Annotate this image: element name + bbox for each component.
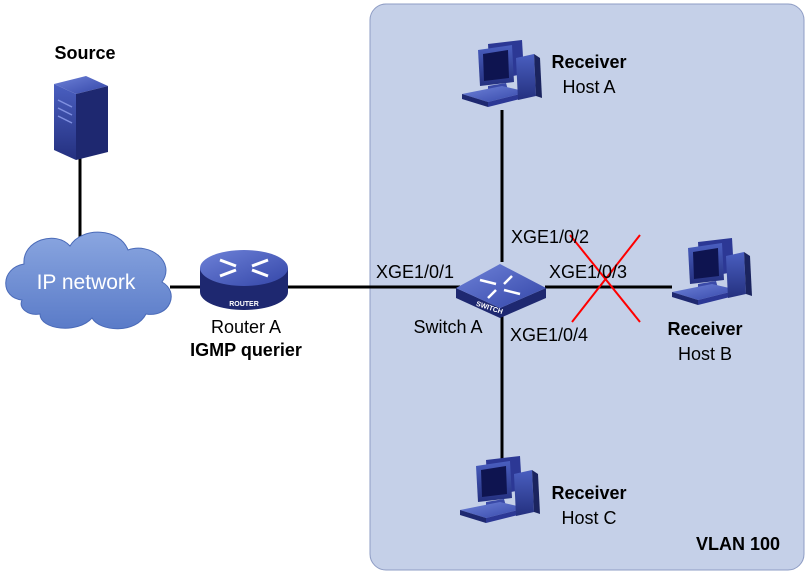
cloud-icon <box>5 231 172 330</box>
switch-name: Switch A <box>413 317 482 337</box>
router-icon: ROUTER <box>200 250 288 310</box>
links <box>78 110 672 462</box>
source-label: Source <box>54 43 115 63</box>
port-label-4: XGE1/0/4 <box>510 325 588 345</box>
port-label-1: XGE1/0/1 <box>376 262 454 282</box>
host-b-role: Receiver <box>667 319 742 339</box>
router-badge: ROUTER <box>229 301 259 308</box>
router-name: Router A <box>211 317 281 337</box>
link-failure-cross <box>569 234 641 323</box>
host-c-name: Host C <box>561 508 616 528</box>
network-label: IP network <box>37 271 136 294</box>
port-label-2: XGE1/0/2 <box>511 227 589 247</box>
host-c-role: Receiver <box>551 483 626 503</box>
host-a-name: Host A <box>562 77 615 97</box>
host-b-name: Host B <box>678 344 732 364</box>
host-a-role: Receiver <box>551 52 626 72</box>
server-icon <box>54 76 108 160</box>
vlan-label: VLAN 100 <box>696 534 780 554</box>
router-role: IGMP querier <box>190 340 302 360</box>
port-label-3: XGE1/0/3 <box>549 262 627 282</box>
